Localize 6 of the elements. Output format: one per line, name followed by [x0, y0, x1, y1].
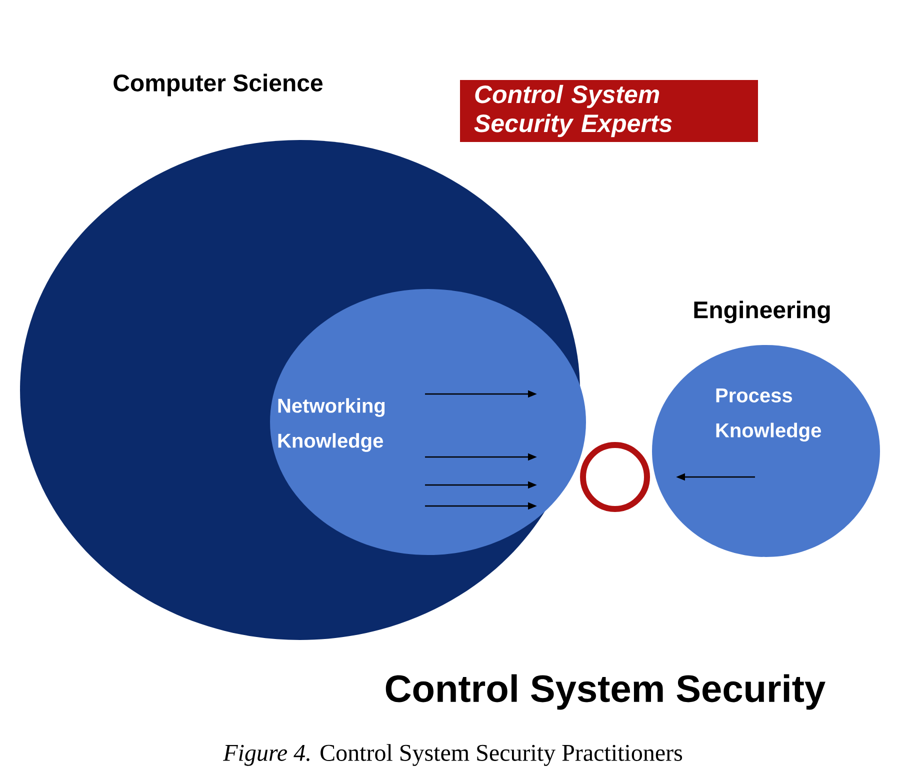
figure-caption: Figure 4. Control System Security Practitioners	[223, 744, 682, 766]
expert-box: Control System Security Experts	[460, 80, 758, 142]
node-label: Computer Science	[114, 74, 323, 96]
node-label: Engineering	[694, 300, 830, 324]
diagram-label: Control System Security	[386, 674, 826, 710]
intersection-ring	[580, 442, 650, 512]
